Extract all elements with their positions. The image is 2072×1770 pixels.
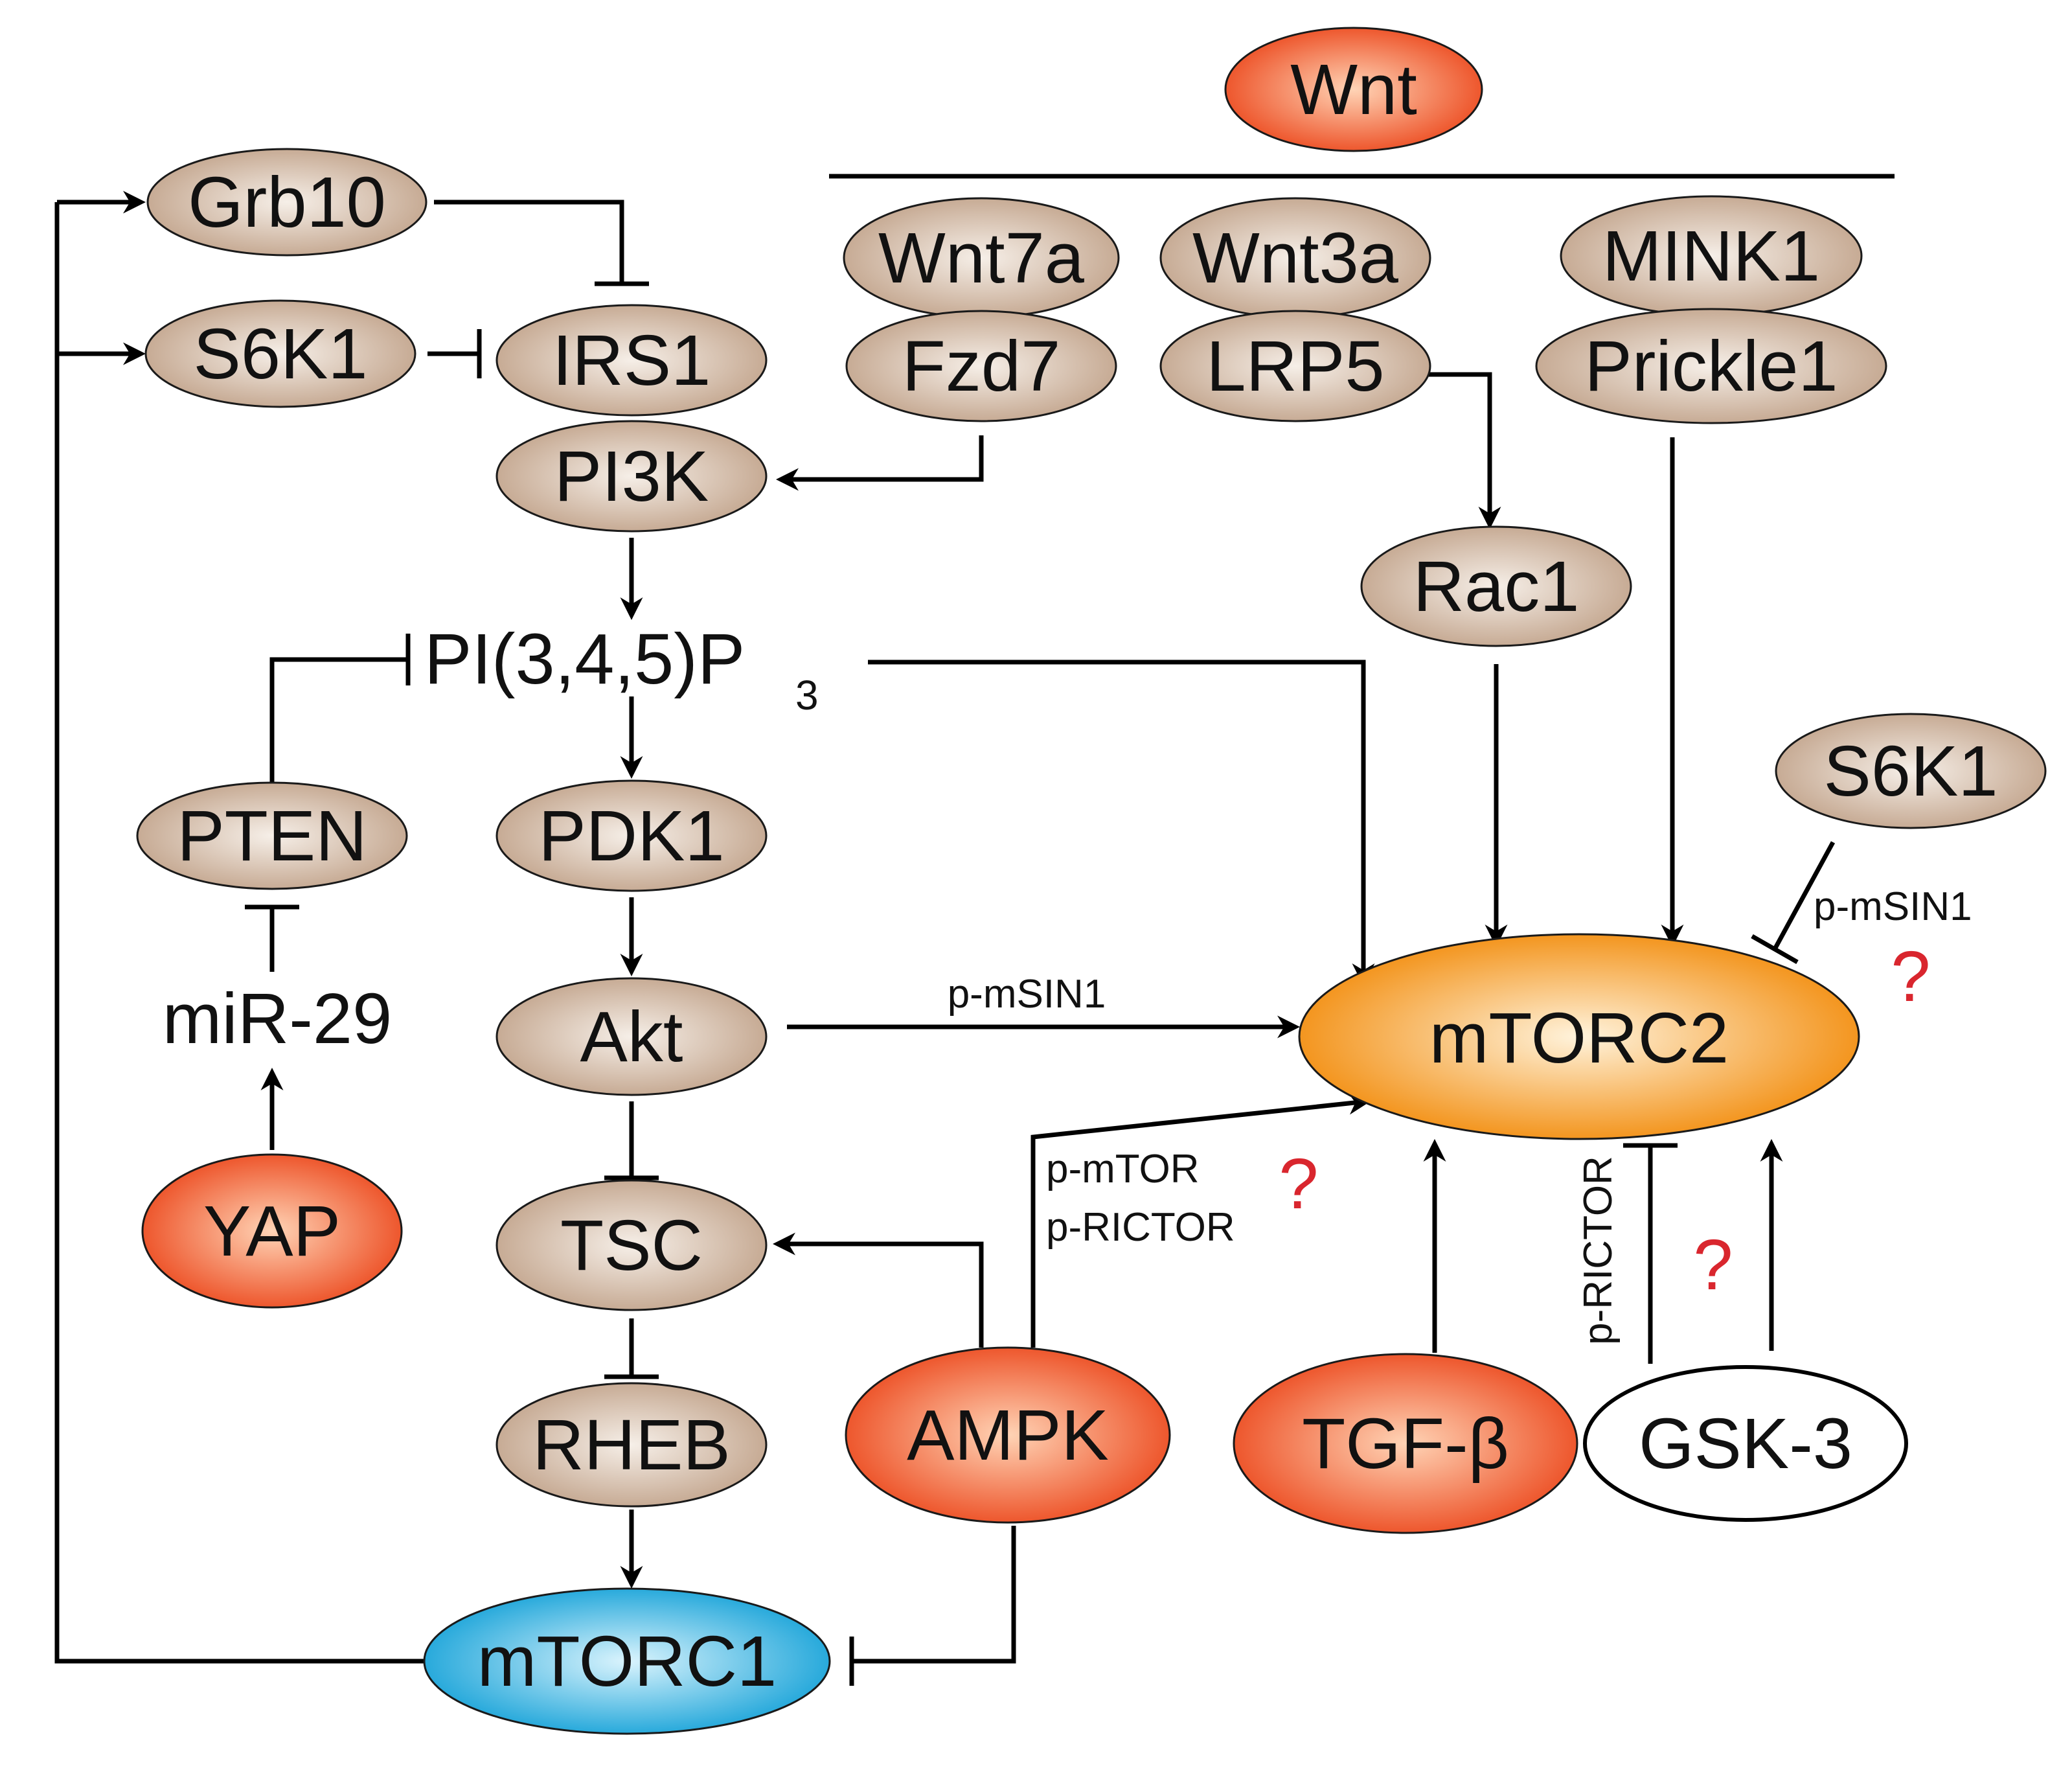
edge-fzd7-to-pi3k [776, 435, 984, 491]
node-s6k1-left-label: S6K1 [193, 314, 367, 394]
edges [54, 174, 1895, 1686]
node-pdk1[interactable]: PDK1 [495, 779, 768, 892]
question-mark-s6k1: ? [1891, 937, 1930, 1017]
node-mir29[interactable]: miR-29 [163, 979, 393, 1059]
node-yap[interactable]: YAP [141, 1153, 403, 1309]
node-grb10[interactable]: Grb10 [146, 148, 427, 257]
node-s6k1-left[interactable]: S6K1 [144, 299, 416, 408]
node-wnt[interactable]: Wnt [1224, 27, 1483, 152]
node-prickle1-label: Prickle1 [1584, 327, 1838, 406]
node-pi3k[interactable]: PI3K [495, 420, 768, 533]
node-prickle1[interactable]: Prickle1 [1535, 308, 1887, 424]
edge-grb10-inhibits-irs1 [434, 200, 624, 284]
question-mark-gsk3: ? [1693, 1225, 1733, 1305]
node-ampk[interactable]: AMPK [845, 1346, 1171, 1524]
node-mink1[interactable]: MINK1 [1560, 195, 1863, 317]
node-gsk3[interactable]: GSK-3 [1583, 1365, 1908, 1522]
node-gsk3-label: GSK-3 [1639, 1404, 1852, 1484]
label-ampk-mtorc2-line2: p-RICTOR [1046, 1205, 1235, 1250]
node-pip3-subscript: 3 [795, 672, 819, 718]
nodes: Wnt Grb10 S6K1 IRS1 PI3K Wnt7a Fzd7 [136, 27, 2047, 1735]
node-tgfb-label: TGF-β [1302, 1404, 1509, 1484]
node-pten-label: PTEN [177, 796, 367, 876]
node-mink1-label: MINK1 [1602, 216, 1820, 296]
node-irs1[interactable]: IRS1 [495, 304, 768, 417]
edge-lrp5-to-rac1 [1422, 372, 1501, 529]
edge-ampk-inhibits-mtorc1 [852, 1526, 1016, 1664]
edge-labels: p-mSIN1 p-mSIN1 p-mTOR p-RICTOR p-RICTOR… [948, 884, 1972, 1345]
node-rheb[interactable]: RHEB [495, 1382, 768, 1508]
node-tsc[interactable]: TSC [495, 1179, 768, 1311]
node-fzd7-label: Fzd7 [902, 327, 1061, 406]
label-s6k1-mtorc2: p-mSIN1 [1814, 884, 1972, 929]
node-lrp5[interactable]: LRP5 [1159, 310, 1431, 422]
node-yap-label: YAP [203, 1191, 341, 1271]
edge-pip3-to-mtorc2 [868, 660, 1375, 986]
node-pip3-label: PI(3,4,5)P [424, 619, 745, 699]
node-mtorc1-label: mTORC1 [477, 1622, 777, 1701]
node-pi3k-label: PI3K [554, 437, 709, 516]
label-akt-mtorc2: p-mSIN1 [948, 972, 1106, 1017]
node-fzd7[interactable]: Fzd7 [845, 310, 1117, 422]
node-tgfb[interactable]: TGF-β [1233, 1353, 1578, 1534]
node-tsc-label: TSC [560, 1206, 703, 1285]
node-pip3[interactable]: PI(3,4,5)P 3 [424, 619, 819, 718]
node-rheb-label: RHEB [532, 1405, 731, 1485]
edge-ampk-to-tsc [773, 1232, 984, 1348]
edge-s6k1-inhibits-mtorc2 [1772, 841, 1836, 950]
edge-ampk-to-mtorc2 [1030, 1092, 1371, 1348]
edge-pten-inhibits-pip3 [269, 657, 408, 783]
node-rac1[interactable]: Rac1 [1360, 525, 1632, 647]
node-s6k1-right[interactable]: S6K1 [1775, 713, 2047, 829]
inhibit-bar-s6k1-mtorc2 [1751, 934, 1799, 965]
node-mir29-label: miR-29 [163, 979, 393, 1059]
question-mark-ampk: ? [1279, 1144, 1318, 1224]
node-wnt7a[interactable]: Wnt7a [843, 197, 1120, 319]
node-mtorc1[interactable]: mTORC1 [423, 1587, 831, 1735]
node-ampk-label: AMPK [907, 1396, 1109, 1475]
node-grb10-label: Grb10 [188, 163, 386, 242]
label-gsk3-mtorc2: p-RICTOR [1576, 1156, 1621, 1345]
edge-mtorc1-feedback [54, 202, 424, 1664]
label-ampk-mtorc2-line1: p-mTOR [1046, 1147, 1200, 1191]
node-wnt7a-label: Wnt7a [878, 218, 1085, 298]
node-wnt-label: Wnt [1290, 50, 1417, 130]
node-s6k1-right-label: S6K1 [1823, 731, 1998, 811]
node-mtorc2-label: mTORC2 [1429, 998, 1729, 1078]
node-lrp5-label: LRP5 [1206, 327, 1384, 406]
node-pdk1-label: PDK1 [538, 796, 724, 876]
node-mtorc2[interactable]: mTORC2 [1298, 933, 1860, 1140]
node-akt-label: Akt [580, 997, 683, 1077]
node-akt[interactable]: Akt [495, 977, 768, 1096]
node-pten[interactable]: PTEN [136, 781, 408, 890]
node-rac1-label: Rac1 [1413, 547, 1580, 626]
node-wnt3a[interactable]: Wnt3a [1159, 197, 1431, 319]
node-irs1-label: IRS1 [552, 321, 711, 400]
node-wnt3a-label: Wnt3a [1192, 218, 1399, 298]
